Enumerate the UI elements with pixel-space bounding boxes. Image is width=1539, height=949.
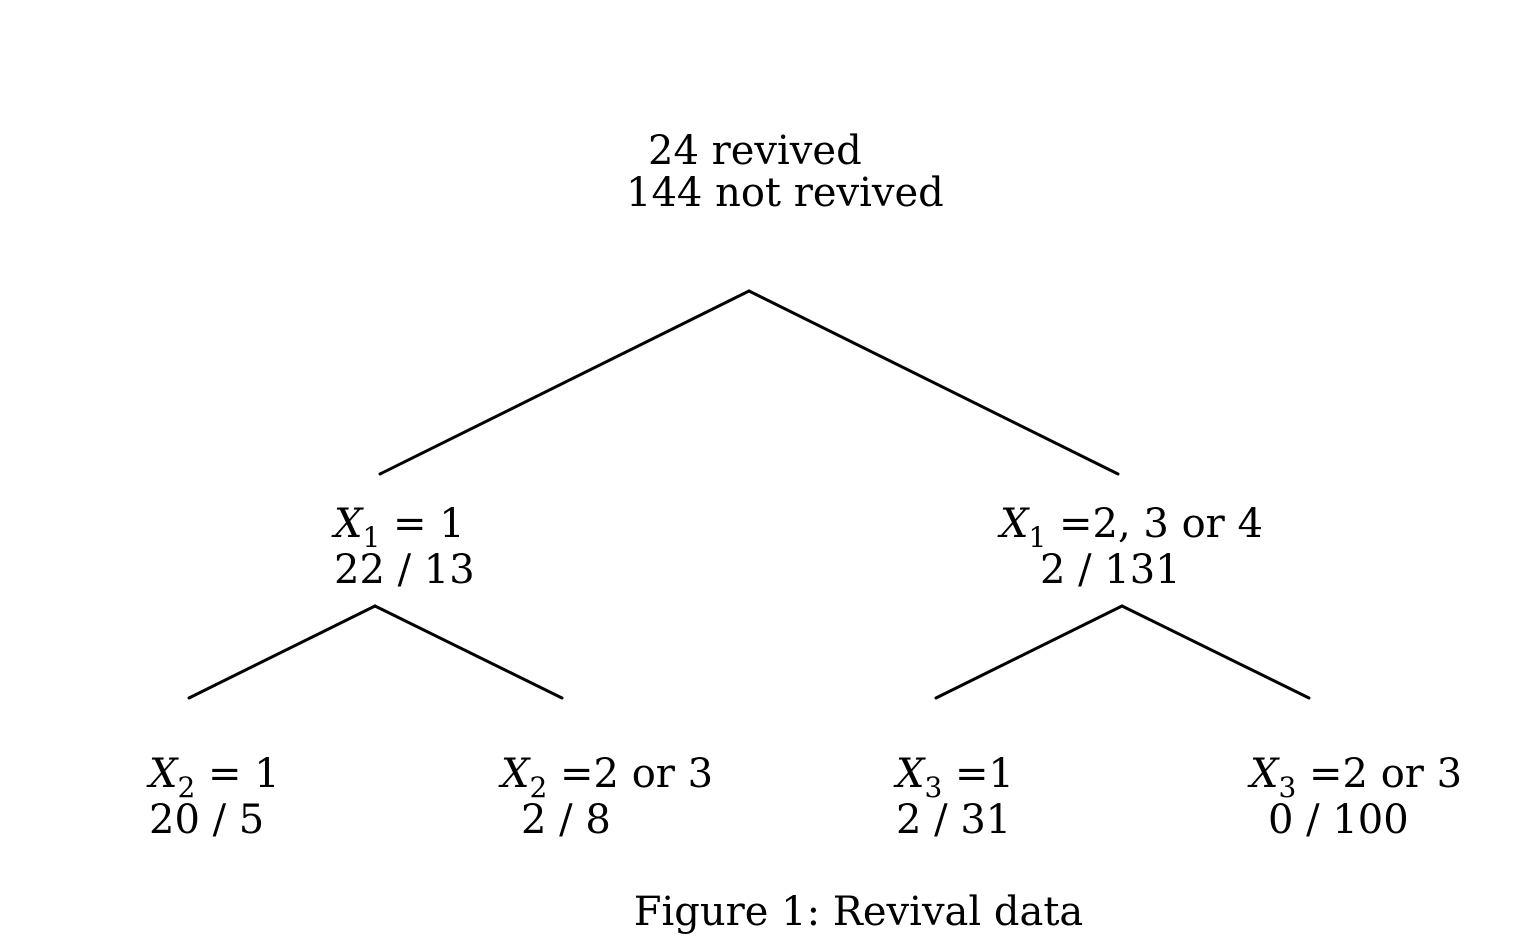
node-counts: 20 / 5 <box>149 797 265 843</box>
root-not-revived-count: 144 not revived <box>626 170 944 216</box>
condition-value: =2 or 3 <box>1296 751 1463 797</box>
edge-right-rightright <box>1120 604 1311 700</box>
node-counts: 2 / 31 <box>896 797 1012 843</box>
edge-root-right <box>747 289 1120 476</box>
variable-symbol: X <box>896 751 925 797</box>
node-counts: 2 / 131 <box>1040 547 1181 593</box>
node-counts: 2 / 8 <box>521 797 611 843</box>
node-x2-eq-2-3: X2 =2 or 3 2 / 8 <box>501 753 713 841</box>
condition-value: =2 or 3 <box>547 751 714 797</box>
node-condition: X3 =2 or 3 <box>1250 751 1463 804</box>
figure-caption: Figure 1: Revival data <box>633 889 1084 935</box>
edge-left-leftleft <box>187 604 377 700</box>
node-x2-eq-1: X2 = 1 20 / 5 <box>149 753 280 841</box>
node-counts: 0 / 100 <box>1268 797 1409 843</box>
variable-symbol: X <box>1000 501 1029 547</box>
variable-subscript: 3 <box>1278 771 1297 804</box>
variable-subscript: 2 <box>529 771 548 804</box>
node-x1-eq-2-3-4: X1 =2, 3 or 4 2 / 131 <box>1000 503 1263 591</box>
condition-value: =2, 3 or 4 <box>1046 501 1263 547</box>
variable-subscript: 1 <box>1028 521 1047 554</box>
node-condition: X1 = 1 <box>334 501 475 554</box>
node-condition: X2 = 1 <box>149 751 280 804</box>
condition-value: = 1 <box>195 751 280 797</box>
variable-symbol: X <box>334 501 363 547</box>
node-condition: X3 =1 <box>896 751 1014 804</box>
edge-right-rightleft <box>934 604 1124 700</box>
node-x3-eq-1: X3 =1 2 / 31 <box>896 753 1014 841</box>
condition-value: =1 <box>942 751 1014 797</box>
node-counts: 22 / 13 <box>334 547 475 593</box>
root-node: 24 revived 144 not revived <box>626 130 944 214</box>
variable-subscript: 2 <box>177 771 196 804</box>
node-condition: X1 =2, 3 or 4 <box>1000 501 1263 554</box>
node-x1-eq-1: X1 = 1 22 / 13 <box>334 503 475 591</box>
node-condition: X2 =2 or 3 <box>501 751 714 804</box>
node-x3-eq-2-3: X3 =2 or 3 0 / 100 <box>1250 753 1462 841</box>
variable-symbol: X <box>1250 751 1279 797</box>
edge-root-left <box>378 289 751 476</box>
variable-subscript: 1 <box>362 521 381 554</box>
condition-value: = 1 <box>380 501 465 547</box>
edge-left-leftright <box>373 604 564 700</box>
variable-symbol: X <box>501 751 530 797</box>
variable-symbol: X <box>149 751 178 797</box>
root-revived-count: 24 revived <box>648 128 862 174</box>
variable-subscript: 3 <box>924 771 943 804</box>
